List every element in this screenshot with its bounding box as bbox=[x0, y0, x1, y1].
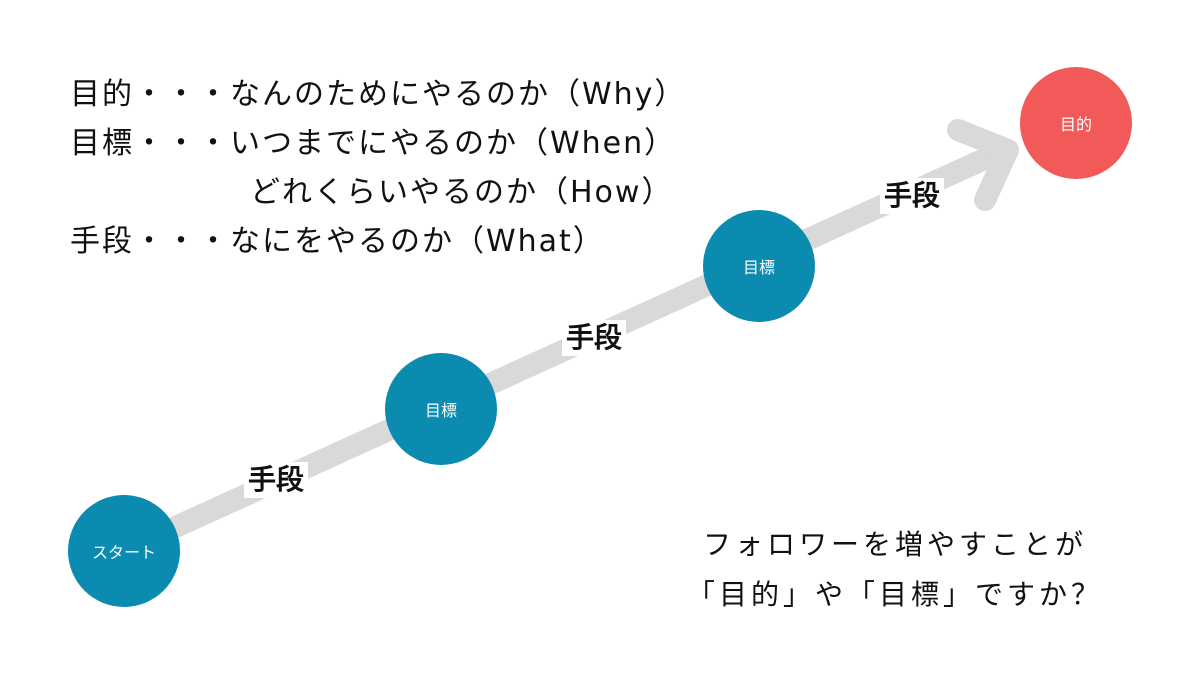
definition-text: いつまでにやるのか（When） bbox=[230, 126, 677, 161]
definition-term: 目的 bbox=[70, 77, 134, 112]
question-line-1: フォロワーを増やすことが bbox=[702, 528, 1087, 561]
definition-term: 目標 bbox=[70, 126, 134, 161]
definition-term: 手段 bbox=[70, 224, 134, 259]
question-text: フォロワーを増やすことが 「目的」や「目標」ですか？ bbox=[660, 520, 1130, 620]
definitions-list: 目的・・・なんのためにやるのか（Why） 目標・・・いつまでにやるのか（When… bbox=[70, 70, 686, 266]
arrow-head bbox=[947, 119, 1019, 211]
step-label-means-1: 手段 bbox=[244, 462, 309, 498]
definition-goal: 目標・・・いつまでにやるのか（When） bbox=[70, 119, 686, 168]
definition-purpose: 目的・・・なんのためにやるのか（Why） bbox=[70, 70, 686, 119]
definition-text: どれくらいやるのか（How） bbox=[250, 175, 674, 210]
question-line-2: 「目的」や「目標」ですか？ bbox=[686, 578, 1103, 611]
definition-separator: ・・・ bbox=[134, 126, 230, 161]
definition-text: なにをやるのか（What） bbox=[230, 224, 605, 259]
node-purpose: 目的 bbox=[1020, 67, 1132, 179]
step-label-means-2: 手段 bbox=[562, 320, 627, 356]
definition-separator: ・・・ bbox=[134, 77, 230, 112]
node-start: スタート bbox=[68, 495, 180, 607]
node-goal-2: 目標 bbox=[703, 210, 815, 322]
definition-separator: ・・・ bbox=[134, 224, 230, 259]
definition-means: 手段・・・なにをやるのか（What） bbox=[70, 217, 686, 266]
step-label-means-3: 手段 bbox=[880, 178, 945, 214]
definition-text: なんのためにやるのか（Why） bbox=[230, 77, 687, 112]
definition-goal-how: どれくらいやるのか（How） bbox=[70, 168, 686, 217]
node-goal-1: 目標 bbox=[385, 353, 497, 465]
